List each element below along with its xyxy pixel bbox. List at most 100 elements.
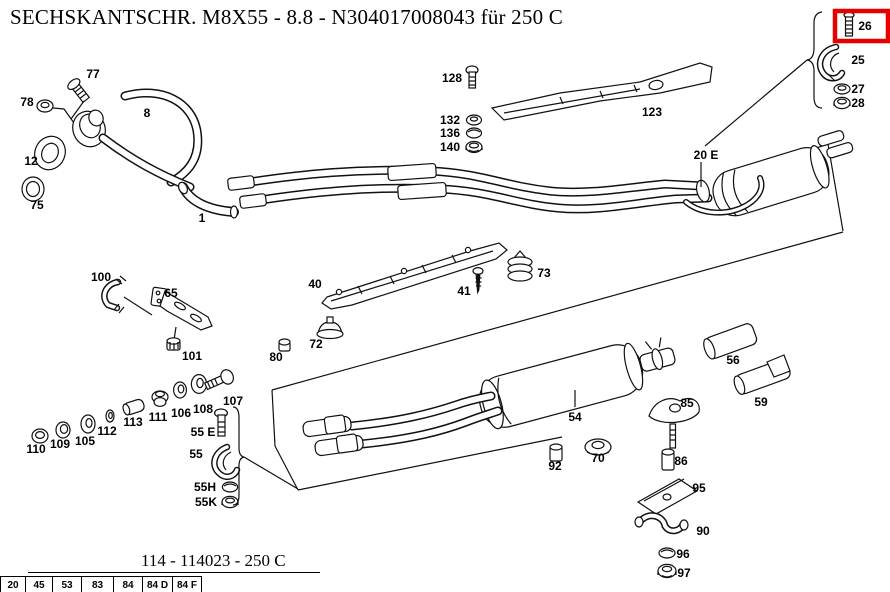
sleeve-86-icon xyxy=(661,448,675,471)
part-label-56[interactable]: 56 xyxy=(726,353,740,367)
footer-tab-83[interactable]: 83 xyxy=(82,577,114,592)
part-label-96[interactable]: 96 xyxy=(676,547,690,561)
clamp-55-group xyxy=(211,406,299,509)
washer-106-icon xyxy=(173,381,188,399)
part-label-1[interactable]: 1 xyxy=(198,211,206,225)
rear-muffler-20e xyxy=(683,130,854,217)
part-label-54[interactable]: 54 xyxy=(568,410,582,424)
tailpipe-59-icon xyxy=(733,354,791,395)
washer-109-icon xyxy=(55,421,71,439)
part-label-123[interactable]: 123 xyxy=(641,105,663,119)
heat-shield-123 xyxy=(490,62,713,121)
part-label-12[interactable]: 12 xyxy=(24,154,38,168)
buffer-72-icon xyxy=(316,316,344,340)
part-label-25[interactable]: 25 xyxy=(851,53,865,67)
footer-tab-53[interactable]: 53 xyxy=(53,577,82,592)
part-label-90[interactable]: 90 xyxy=(696,524,710,538)
part-label-26[interactable]: 26 xyxy=(858,19,872,33)
hardware-row xyxy=(31,369,234,444)
clamp-55-icon xyxy=(211,443,241,481)
part-label-41[interactable]: 41 xyxy=(457,284,471,298)
washer-105-icon xyxy=(80,414,96,434)
part-label-85[interactable]: 85 xyxy=(680,396,694,410)
part-label-73[interactable]: 73 xyxy=(537,266,551,280)
footer-tab-20[interactable]: 20 xyxy=(0,577,26,592)
spacer-113-icon xyxy=(122,398,145,416)
ring-112-icon xyxy=(105,409,115,423)
part-label-140[interactable]: 140 xyxy=(439,140,461,154)
part-label-59[interactable]: 59 xyxy=(754,395,768,409)
part-label-75[interactable]: 75 xyxy=(30,198,44,212)
washer-55h-icon xyxy=(221,481,239,493)
part-label-97[interactable]: 97 xyxy=(677,566,691,580)
washer-132-icon xyxy=(465,114,483,126)
mount-73-icon xyxy=(507,250,533,282)
nut-101-icon xyxy=(166,337,181,351)
center-muffler-54 xyxy=(302,337,676,457)
diagram-caption: 114 - 114023 - 250 C xyxy=(141,551,286,570)
grommet-111-icon xyxy=(151,390,169,408)
part-label-70[interactable]: 70 xyxy=(591,451,605,465)
hanger-85-icon xyxy=(648,398,700,449)
part-label-110[interactable]: 110 xyxy=(26,442,46,456)
bolt-kit-group xyxy=(704,8,890,147)
part-label-72[interactable]: 72 xyxy=(309,337,323,351)
part-label-65[interactable]: 65 xyxy=(164,286,178,300)
part-label-95[interactable]: 95 xyxy=(692,481,706,495)
part-label-55k[interactable]: 55K xyxy=(194,495,218,509)
part-label-8[interactable]: 8 xyxy=(143,106,151,120)
part-label-55[interactable]: 55 xyxy=(189,447,203,461)
part-label-109[interactable]: 109 xyxy=(49,437,71,451)
footer-tab-45[interactable]: 45 xyxy=(26,577,53,592)
part-label-128[interactable]: 128 xyxy=(441,71,463,85)
footer-tab-84-d[interactable]: 84 D xyxy=(143,577,173,592)
part-label-100[interactable]: 100 xyxy=(90,270,112,284)
clamp-25-icon xyxy=(816,43,846,82)
nut-78-icon xyxy=(36,99,54,113)
highlight-box xyxy=(832,8,890,44)
washer-136-icon xyxy=(465,127,483,139)
nut-97-icon xyxy=(657,563,677,579)
part-label-105[interactable]: 105 xyxy=(74,434,96,448)
part-label-112[interactable]: 112 xyxy=(97,424,117,438)
part-label-77[interactable]: 77 xyxy=(86,67,100,81)
part-label-28[interactable]: 28 xyxy=(851,96,865,110)
hook-90-icon xyxy=(634,512,689,535)
part-label-108[interactable]: 108 xyxy=(192,402,214,416)
part-label-101[interactable]: 101 xyxy=(181,349,203,363)
part-label-113[interactable]: 113 xyxy=(123,415,143,429)
grommet-70-icon xyxy=(584,438,612,456)
pipe-56-icon xyxy=(703,323,758,360)
part-label-55h[interactable]: 55H xyxy=(193,480,217,494)
part-label-132[interactable]: 132 xyxy=(439,113,461,127)
ring-75-icon xyxy=(21,176,45,202)
part-label-92[interactable]: 92 xyxy=(548,459,562,473)
footer-tab-84[interactable]: 84 xyxy=(114,577,143,592)
part-label-80[interactable]: 80 xyxy=(269,350,283,364)
spacer-92-icon xyxy=(549,443,563,462)
page-title: SECHSKANTSCHR. M8X55 - 8.8 - N3040170080… xyxy=(10,5,563,29)
part-label-55-e[interactable]: 55 E xyxy=(190,425,216,439)
front-pipe-group xyxy=(21,78,239,219)
part-label-107[interactable]: 107 xyxy=(222,394,244,408)
twin-exhaust-pipes xyxy=(227,162,713,214)
part-label-20-e[interactable]: 20 E xyxy=(693,148,719,162)
part-label-111[interactable]: 111 xyxy=(148,410,168,424)
screw-41-icon xyxy=(472,267,484,295)
heat-shield-40 xyxy=(321,242,508,310)
part-label-86[interactable]: 86 xyxy=(674,454,688,468)
part-label-78[interactable]: 78 xyxy=(20,95,34,109)
part-label-40[interactable]: 40 xyxy=(308,277,322,291)
part-label-106[interactable]: 106 xyxy=(170,406,192,420)
bolt-77-icon xyxy=(67,78,91,104)
bracket-65-icon xyxy=(150,286,213,341)
part-label-27[interactable]: 27 xyxy=(851,82,865,96)
flange-8-icon xyxy=(72,109,106,148)
footer-tab-84-f[interactable]: 84 F xyxy=(173,577,202,592)
part-label-136[interactable]: 136 xyxy=(439,126,461,140)
nut-28-icon xyxy=(833,96,851,110)
